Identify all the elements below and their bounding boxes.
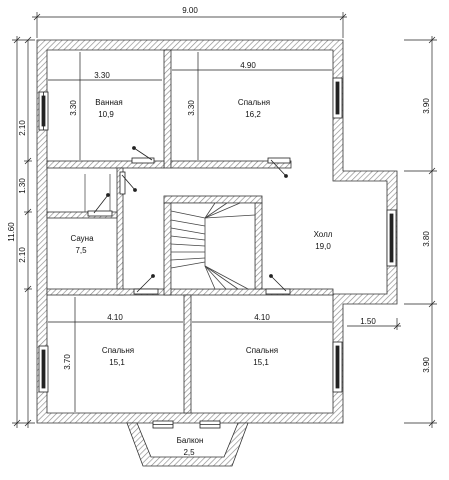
staircase bbox=[170, 202, 256, 290]
door-sauna bbox=[87, 193, 113, 217]
dim-bay: 1.50 bbox=[360, 317, 376, 326]
room-balcony-area: 2,5 bbox=[183, 448, 195, 457]
balcony bbox=[126, 422, 249, 467]
dim-right-b: 3.80 bbox=[422, 231, 431, 247]
room-bedroom-left-name: Спальня bbox=[102, 346, 134, 355]
dim-bedroom-left-width: 4.10 bbox=[107, 313, 123, 322]
room-labels: Ванная 10,9 Спальня 16,2 Холл 19,0 Сауна… bbox=[70, 98, 332, 457]
dim-bedroom-right-width: 4.10 bbox=[254, 313, 270, 322]
window-bedroom-left bbox=[38, 345, 49, 393]
door-balcony-left bbox=[152, 420, 174, 429]
room-bedroom-top-name: Спальня bbox=[238, 98, 270, 107]
dim-left-b: 1.30 bbox=[18, 178, 27, 194]
door-bedroom-top bbox=[267, 157, 291, 178]
room-bath-area: 10,9 bbox=[98, 110, 114, 119]
window-bath bbox=[38, 91, 49, 131]
room-bedroom-top-area: 16,2 bbox=[245, 110, 261, 119]
closet bbox=[84, 174, 111, 212]
dim-bedroom-top-width: 4.90 bbox=[240, 61, 256, 70]
window-bedroom-top bbox=[332, 77, 343, 119]
room-bedroom-left-area: 15,1 bbox=[109, 358, 125, 367]
door-bedroom-right bbox=[265, 274, 291, 295]
dim-right-a: 3.90 bbox=[422, 98, 431, 114]
dim-left-d: 3.70 bbox=[63, 354, 72, 370]
dim-bath-height: 3.30 bbox=[69, 100, 78, 116]
windows bbox=[38, 77, 397, 393]
dim-left-total: 11.60 bbox=[7, 222, 16, 242]
room-balcony-name: Балкон bbox=[177, 436, 204, 445]
room-bedroom-right-name: Спальня bbox=[246, 346, 278, 355]
room-sauna-area: 7,5 bbox=[75, 246, 87, 255]
door-closet bbox=[119, 171, 137, 195]
room-sauna-name: Сауна bbox=[70, 234, 94, 243]
dim-left-c: 2.10 bbox=[18, 247, 27, 263]
room-hall-name: Холл bbox=[314, 230, 333, 239]
dim-right-c: 3.90 bbox=[422, 357, 431, 373]
room-bedroom-right-area: 15,1 bbox=[253, 358, 269, 367]
room-bath-name: Ванная bbox=[95, 98, 122, 107]
door-bedroom-left bbox=[133, 274, 159, 295]
doors bbox=[87, 146, 291, 429]
interior-walls bbox=[46, 49, 334, 414]
dimension-lines bbox=[12, 12, 437, 428]
room-hall-area: 19,0 bbox=[315, 242, 331, 251]
dimension-labels: 9.00 11.60 2.10 1.30 2.10 3.70 3.90 3.80… bbox=[7, 6, 431, 373]
door-bath bbox=[131, 146, 155, 164]
window-bedroom-right bbox=[332, 341, 343, 393]
dim-bath-width: 3.30 bbox=[94, 71, 110, 80]
door-balcony-right bbox=[199, 420, 221, 429]
dim-left-a: 2.10 bbox=[18, 120, 27, 136]
window-hall bbox=[386, 209, 397, 267]
dim-bedroom-top-height: 3.30 bbox=[187, 100, 196, 116]
dim-top-width: 9.00 bbox=[182, 6, 198, 15]
